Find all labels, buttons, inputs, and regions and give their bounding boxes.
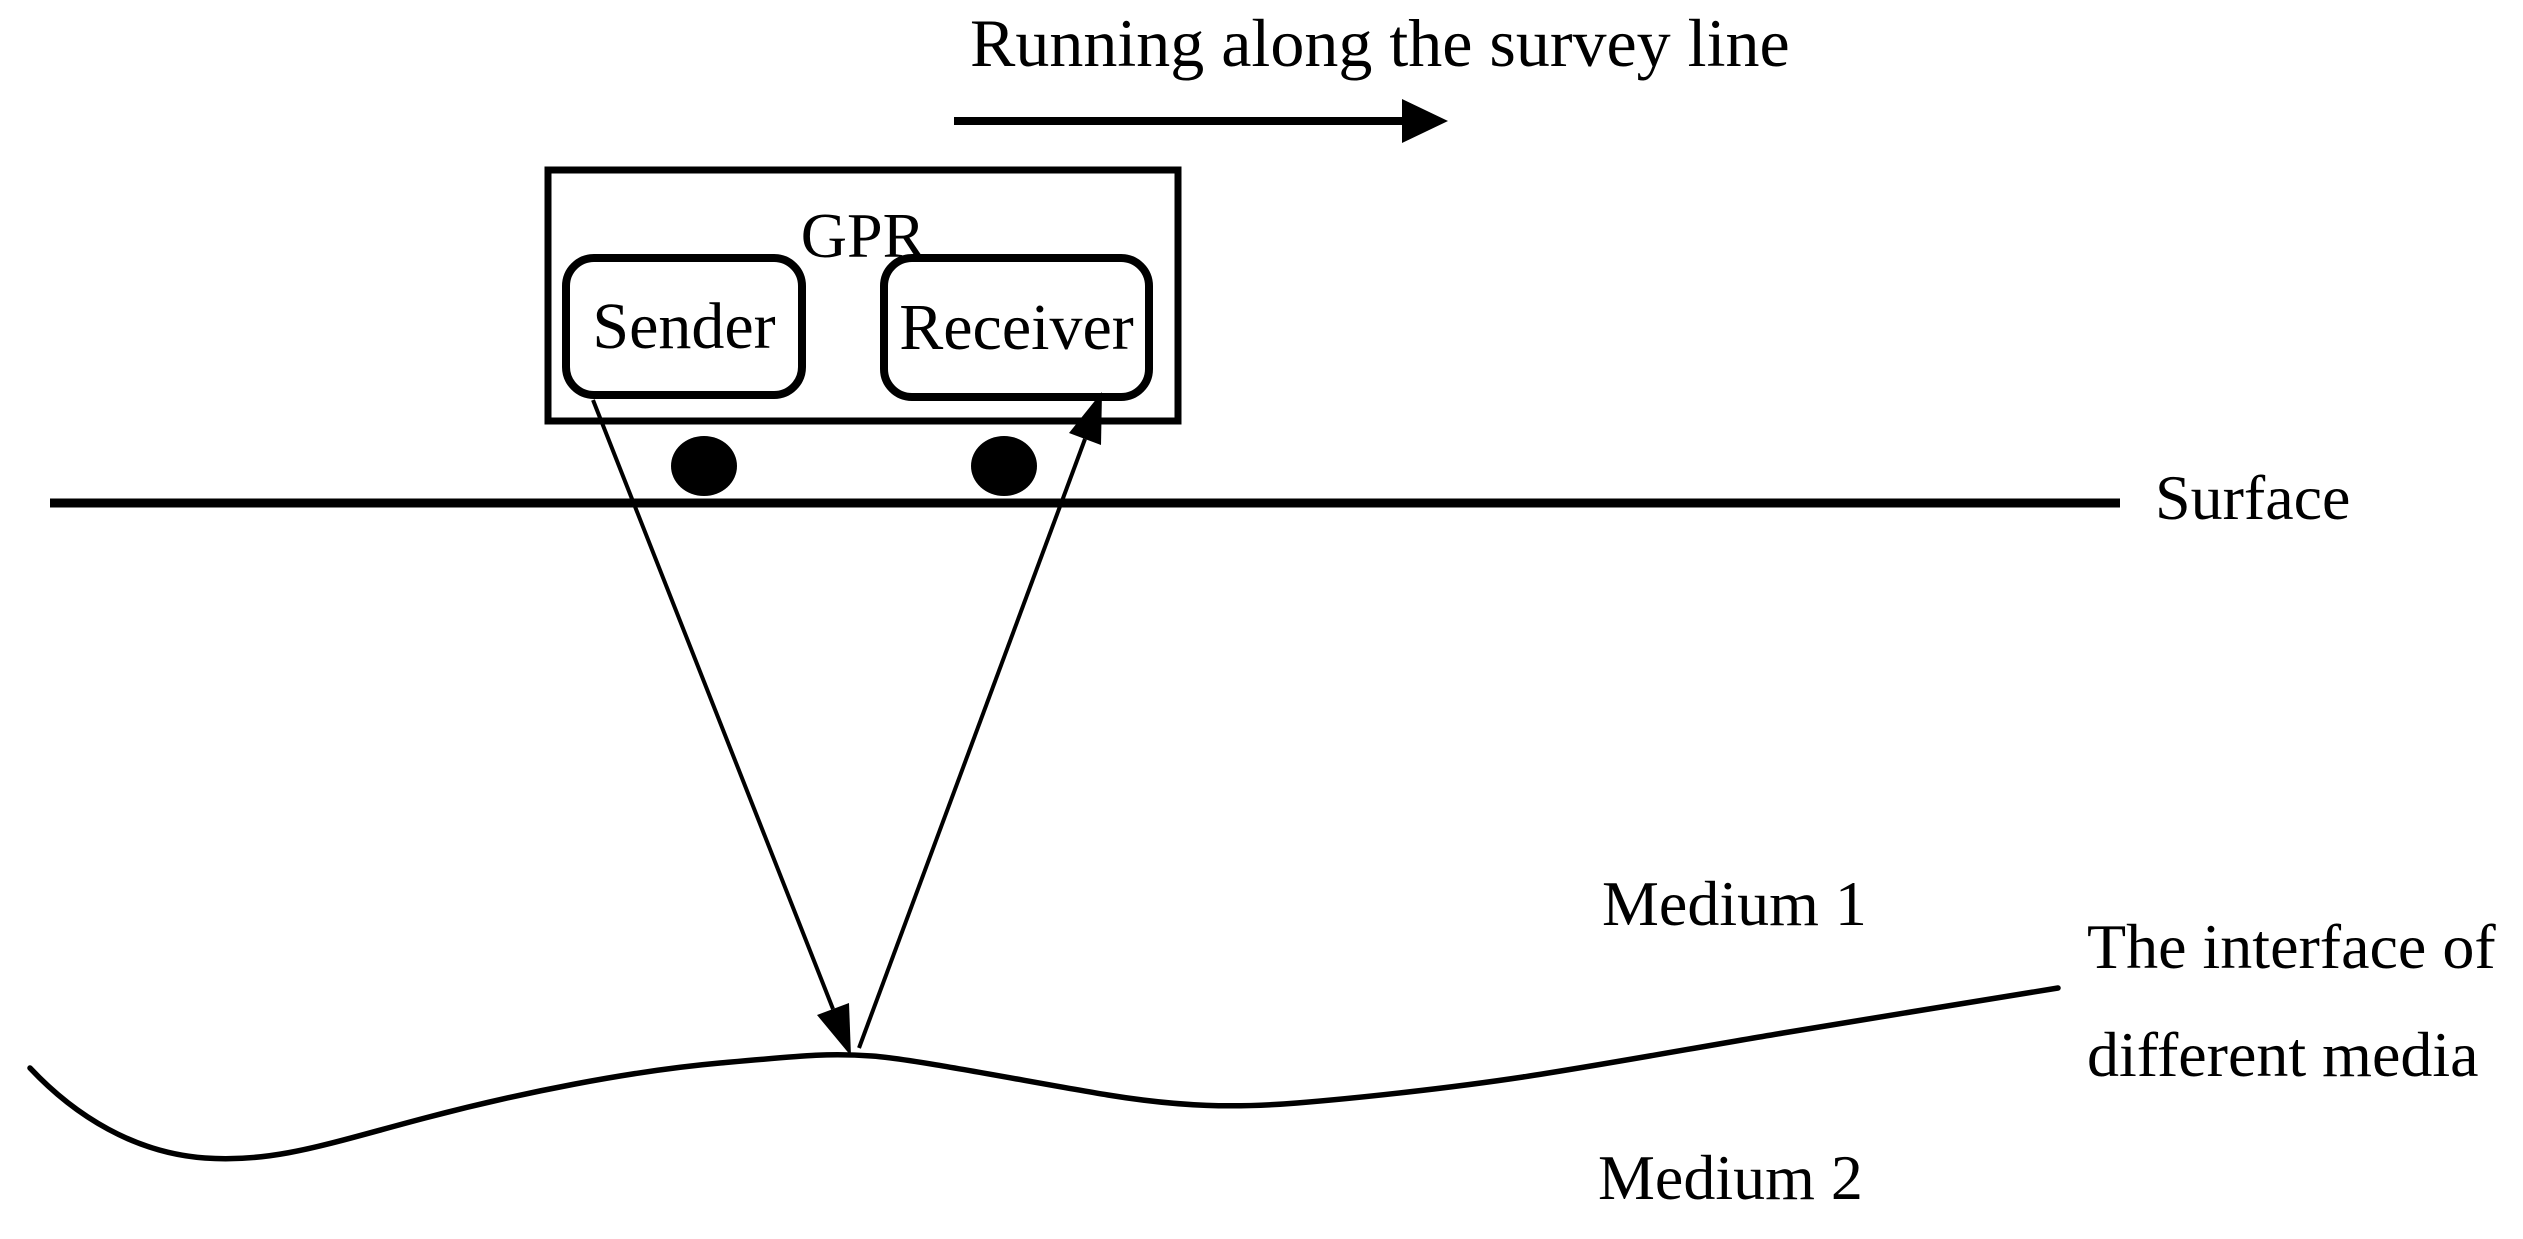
- reflected-ray: [857, 392, 1102, 1049]
- medium1-label: Medium 1: [1602, 868, 1867, 939]
- down-arrowhead-icon: [817, 1003, 851, 1056]
- up-arrowhead-icon: [1069, 392, 1102, 445]
- transmitted-ray: [591, 399, 851, 1056]
- reflected-ray-line: [857, 438, 1087, 1049]
- receiver-box: [880, 254, 1153, 401]
- gpr-label: GPR: [800, 200, 926, 271]
- surface-label: Surface: [2155, 462, 2351, 533]
- transmitted-ray-line: [591, 399, 835, 1010]
- interface-curve: [27, 985, 2061, 1162]
- wheel-left-icon: [671, 436, 737, 496]
- interface-label-line1: The interface of: [2087, 911, 2496, 982]
- survey-direction-label: Running along the survey line: [970, 5, 1790, 81]
- sender-box: [562, 254, 806, 399]
- survey-direction-arrow: [954, 99, 1448, 143]
- receiver-label: Receiver: [899, 290, 1134, 364]
- wheel-right-icon: [971, 436, 1037, 496]
- medium2-label: Medium 2: [1598, 1142, 1863, 1213]
- gpr-box: [544, 166, 1182, 425]
- interface-label-line2: different media: [2087, 1019, 2479, 1090]
- interface-label: The interface of different media: [2087, 893, 2496, 1109]
- sender-label: Sender: [592, 289, 776, 363]
- survey-arrowhead-icon: [1402, 99, 1448, 143]
